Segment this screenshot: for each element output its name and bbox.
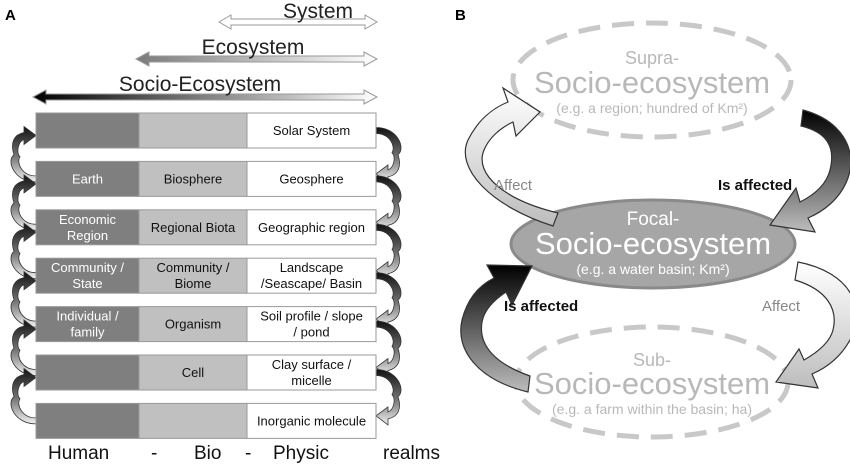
system-scale-label: System [283,0,353,23]
sub-title: Socio-ecosystem [534,366,770,401]
is-affected-arrow-top-right [768,109,850,233]
bio-cell [138,160,248,197]
physic-cell [246,112,377,149]
bio-cell [138,402,248,439]
label-affect-top: Affect [494,177,533,194]
human-cell [35,112,140,149]
bio-cell [138,306,248,343]
physic-cell [246,160,377,197]
human-cell [35,160,140,197]
physic-cell-label: Solar System [273,123,350,138]
panel-a-label: A [5,7,16,24]
physic-cell [246,257,377,294]
panel-b-label: B [455,7,466,24]
hierarchy-row: Cell Clay surface /micelle [35,354,377,391]
ecosystem-scale-label: Ecosystem [202,36,305,59]
affect-arrow-top-left [464,86,559,227]
realms-footer: Human - Bio - Physic realms [48,443,440,464]
focal-ellipse [509,198,797,290]
upward-curl-arrow [10,174,37,231]
physic-cell-label: Soil profile / slope/ pond [260,309,363,340]
bio-cell-label: Organism [165,317,221,332]
socio-ecosystem-scale-label: Socio-Ecosystem [119,73,281,96]
supra-prefix: Supra- [625,48,679,68]
supra-ellipse [510,20,794,140]
label-is-affected-top: Is affected [718,177,792,194]
human-cell-label: Individual /family [56,309,119,340]
downward-curl-arrow [375,175,402,233]
physic-cell [246,209,377,246]
human-cell [35,209,140,246]
sub-prefix: Sub- [633,350,671,370]
is-affected-arrow-bottom-left [460,264,533,393]
downward-curl-arrow [375,320,402,378]
bio-cell [138,257,248,294]
upward-curl-arrow [10,222,37,280]
realm-physic: Physic [273,443,329,464]
bio-cell [138,209,248,246]
upward-curl-arrow [10,270,37,328]
socio-ecosystem-scale-arrow [31,89,379,105]
affect-arrow-bottom-right [774,261,850,389]
physic-cell-label: Geosphere [279,171,343,186]
human-cell-label: Community /State [51,260,124,291]
label-is-affected-bottom: Is affected [504,298,578,315]
human-cell [35,402,140,439]
focal-prefix: Focal- [627,209,680,230]
supra-example: (e.g. a region; hundred of Km²) [556,100,747,116]
physic-cell-label: Landscape/Seascape/ Basin [261,260,362,291]
downward-curl-arrow [375,272,402,329]
upward-curl-arrow [10,319,37,376]
hierarchy-row: Community /State Community /Biome Landscap… [35,257,377,294]
upward-curl-arrow [10,367,37,425]
supra-title: Socio-ecosystem [534,65,770,100]
physic-cell [246,306,377,343]
physic-cell-label: Geographic region [258,220,365,235]
downward-curl-arrow [375,369,402,426]
human-cell [35,306,140,343]
label-affect-bottom: Affect [762,298,801,315]
physic-cell [246,402,377,439]
upward-curl-arrow [10,125,37,183]
hierarchy-row: Individual /family Organism Soil profile /… [35,306,377,343]
focal-title: Socio-ecosystem [535,226,771,261]
realm-dash-1: - [151,443,157,464]
human-cell-label: Earth [72,171,103,186]
physic-cell [246,354,377,391]
bio-cell-label: Biosphere [164,171,223,186]
upward-curls [10,125,37,425]
realm-suffix: realms [383,443,440,464]
ecosystem-scale-arrow [134,51,379,67]
focal-example: (e.g. a water basin; Km²) [576,261,729,277]
realm-bio: Bio [194,443,221,464]
bio-cell-label: Community /Biome [157,260,230,291]
human-cell [35,354,140,391]
downward-curl-arrow [375,127,402,184]
bio-cell-label: Cell [182,365,205,380]
hierarchy-row: Solar System [35,112,377,149]
sub-example: (e.g. a farm within the basin; ha) [552,401,752,417]
realm-human: Human [48,443,109,464]
downward-curl-arrow [375,223,402,281]
physic-cell-label: Inorganic molecule [257,413,366,428]
bio-cell [138,112,248,149]
system-scale-arrow [218,14,378,30]
hierarchy-row: Earth Biosphere Geosphere [35,160,377,197]
bio-cell [138,354,248,391]
bio-cell-label: Regional Biota [151,220,236,235]
realm-dash-2: - [245,443,251,464]
physic-cell-label: Clay surface /micelle [272,357,352,388]
hierarchy-row: Inorganic molecule [35,402,377,439]
downward-curls [375,127,402,426]
